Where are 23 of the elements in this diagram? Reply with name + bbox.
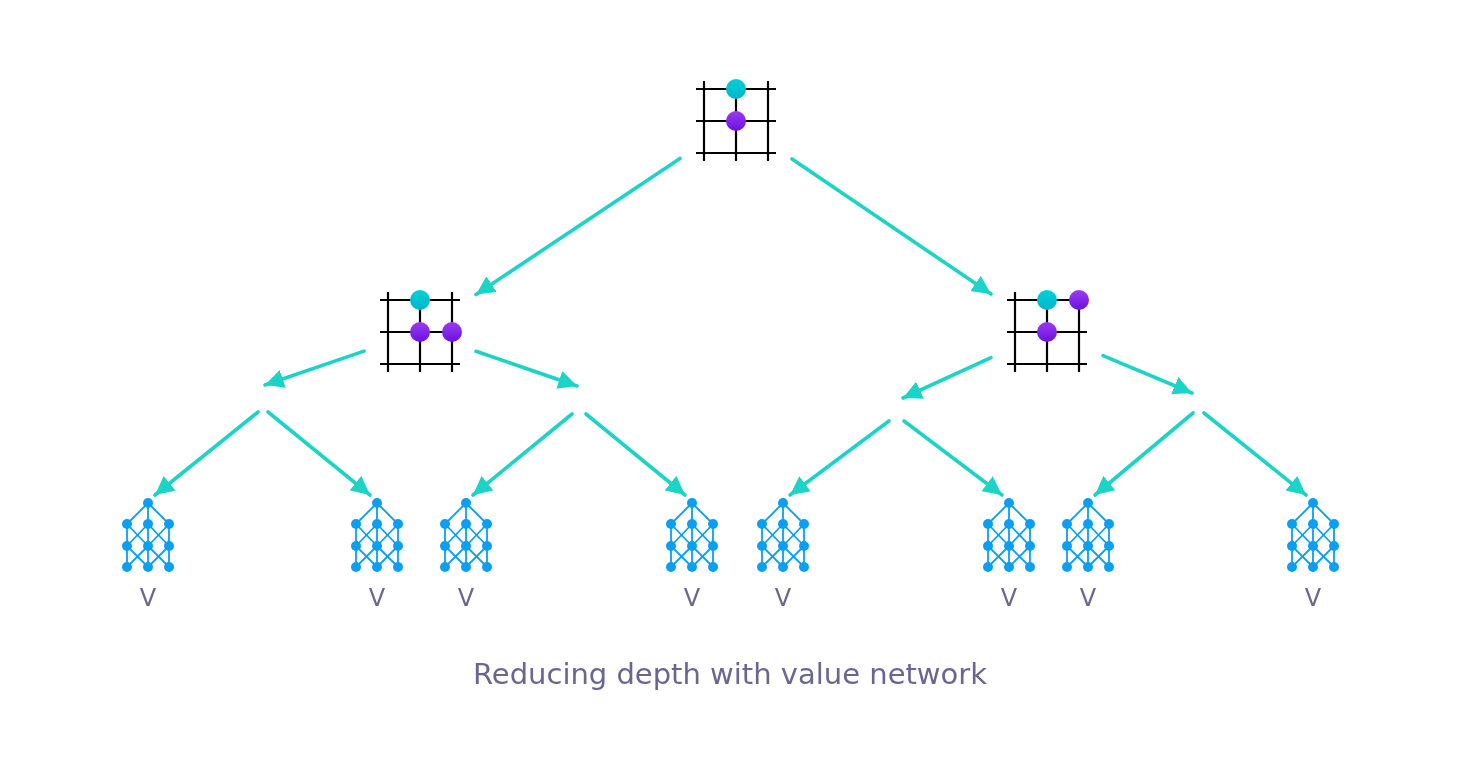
arrow <box>153 410 260 497</box>
arrow <box>788 419 891 497</box>
value-label: V <box>999 584 1019 612</box>
value-label: V <box>1078 584 1098 612</box>
arrow <box>584 412 687 497</box>
arrow <box>474 156 682 297</box>
arrow <box>1093 411 1195 497</box>
arrow <box>1101 353 1194 395</box>
value-label: V <box>456 584 476 612</box>
value-label: V <box>138 584 158 612</box>
arrow <box>266 410 372 497</box>
caption: Reducing depth with value network <box>472 656 988 692</box>
value-label: V <box>1303 584 1323 612</box>
arrow <box>1202 411 1308 497</box>
arrow <box>263 349 366 388</box>
value-label: V <box>682 584 702 612</box>
arrow <box>471 412 574 497</box>
arrow <box>474 349 579 389</box>
value-label: V <box>367 584 387 612</box>
arrow <box>902 419 1004 497</box>
arrow <box>901 355 993 400</box>
arrow <box>790 157 993 296</box>
value-label: V <box>773 584 793 612</box>
